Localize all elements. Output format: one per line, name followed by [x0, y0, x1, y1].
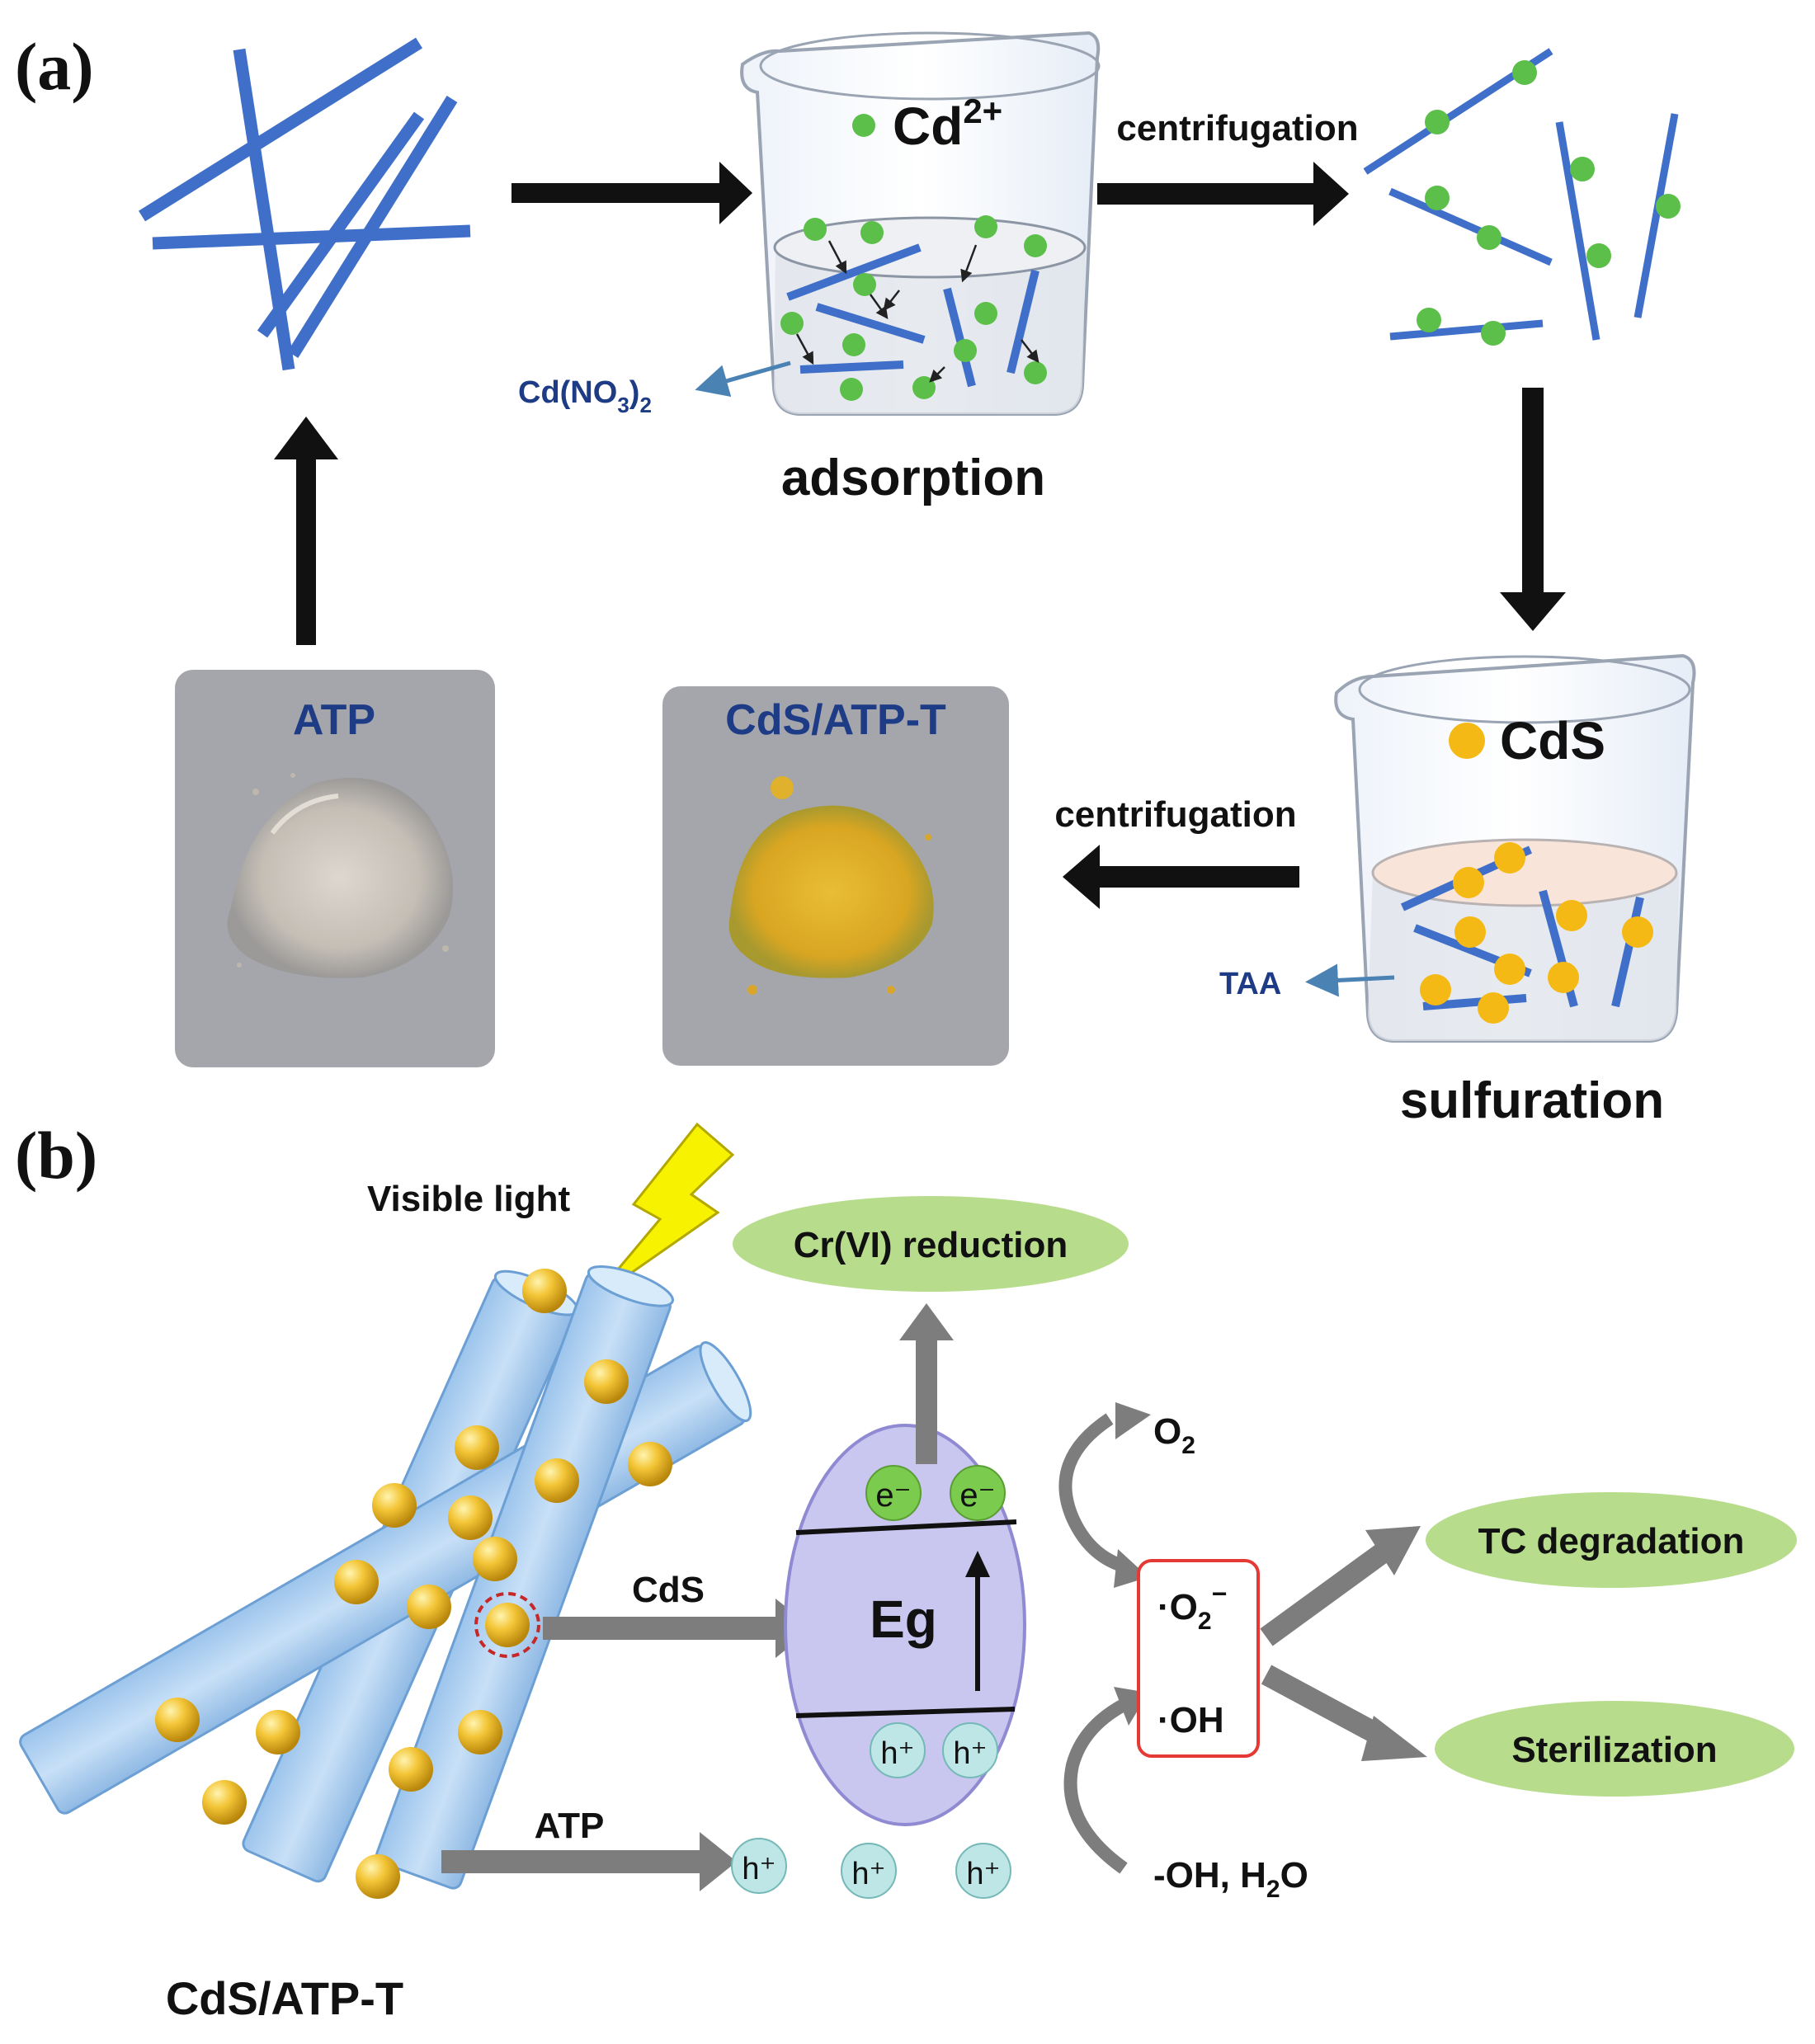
- fibers-with-cd-ions: [1363, 48, 1681, 346]
- superoxide-label: ·O2−: [1157, 1579, 1227, 1635]
- arrow-centrifugation-2: [1063, 845, 1299, 909]
- cd-ion-label: Cd2+: [893, 92, 1002, 156]
- hydroxyl-label: ·OH: [1157, 1700, 1224, 1740]
- visible-light-label: Visible light: [367, 1179, 570, 1219]
- sterilization-bubble: [1435, 1701, 1794, 1797]
- hole-vb-1: [870, 1722, 926, 1778]
- arrow-cr-reduction: [899, 1303, 954, 1464]
- panel-a-label: (a): [15, 29, 94, 104]
- hole-free-2: [841, 1843, 897, 1899]
- arrow-cd-source: [695, 360, 791, 398]
- arrow-centrifugation-1: [1097, 162, 1349, 226]
- oxygen-label: O2: [1153, 1411, 1195, 1459]
- photo-atp-label: ATP: [293, 696, 375, 744]
- arrow-sulfur-source: [1305, 963, 1395, 997]
- hole-vb-1-label: h⁺: [880, 1736, 914, 1771]
- cds-species-label: CdS: [1500, 711, 1605, 770]
- hole-free-3-label: h⁺: [966, 1857, 1000, 1891]
- hole-vb-2-label: h⁺: [953, 1736, 987, 1771]
- sulfur-source-label: TAA: [1219, 967, 1281, 1001]
- cds-nanoparticles: [155, 1269, 672, 1899]
- electron-2: [950, 1465, 1006, 1521]
- photo-cds-atp: [662, 686, 1009, 1066]
- photo-atp: [175, 670, 495, 1067]
- arrow-tc-degradation: [1260, 1526, 1421, 1646]
- arrow-atp-to-fibers: [274, 417, 338, 645]
- atp-fibers: [139, 37, 471, 371]
- hole-free-1-label: h⁺: [742, 1852, 776, 1886]
- panel-b-label: (b): [15, 1118, 97, 1193]
- composite-label: CdS/ATP-T: [166, 1972, 403, 2024]
- hydroxyl-source-label: -OH, H2O: [1153, 1855, 1308, 1903]
- arrow-sterilization: [1261, 1665, 1427, 1761]
- sterilization-label: Sterilization: [1511, 1730, 1717, 1770]
- cr-reduction-bubble: [733, 1196, 1129, 1292]
- cd-source-label: Cd(NO3)2: [518, 375, 652, 417]
- hole-vb-2: [942, 1722, 998, 1778]
- radical-box: [1137, 1559, 1260, 1758]
- curve-o2: [1058, 1413, 1124, 1572]
- hole-free-2-label: h⁺: [851, 1857, 885, 1891]
- electron-1: [865, 1465, 922, 1521]
- lightning-icon: [591, 1122, 735, 1302]
- arrow-to-sulfuration: [1500, 388, 1566, 631]
- arrow-atp-label: ATP: [535, 1806, 605, 1846]
- hole-free-3: [955, 1843, 1011, 1899]
- arrow-atp: [441, 1832, 737, 1891]
- electron-1-label: e⁻: [875, 1477, 911, 1514]
- step-adsorption-label: adsorption: [781, 450, 1045, 506]
- curve-oh: [1063, 1700, 1128, 1874]
- electron-2-label: e⁻: [959, 1477, 995, 1514]
- tc-degradation-bubble: [1426, 1492, 1797, 1588]
- adsorption-beaker: [740, 31, 1101, 416]
- highlighted-particle-ring: [474, 1592, 540, 1658]
- arrow-to-adsorption: [512, 162, 752, 224]
- cr-reduction-label: Cr(VI) reduction: [794, 1225, 1068, 1265]
- hole-free-1: [731, 1838, 787, 1894]
- curve-o2-head: [1115, 1402, 1151, 1439]
- photo-product-label: CdS/ATP-T: [725, 696, 946, 744]
- tc-degradation-label: TC degradation: [1478, 1521, 1745, 1561]
- centrifugation-1-label: centrifugation: [1116, 108, 1358, 148]
- arrow-cds-label: CdS: [632, 1570, 705, 1610]
- band-gap-label: Eg: [870, 1590, 937, 1649]
- sulfuration-beaker: [1334, 653, 1696, 1043]
- centrifugation-2-label: centrifugation: [1054, 794, 1296, 835]
- step-sulfuration-label: sulfuration: [1400, 1072, 1664, 1129]
